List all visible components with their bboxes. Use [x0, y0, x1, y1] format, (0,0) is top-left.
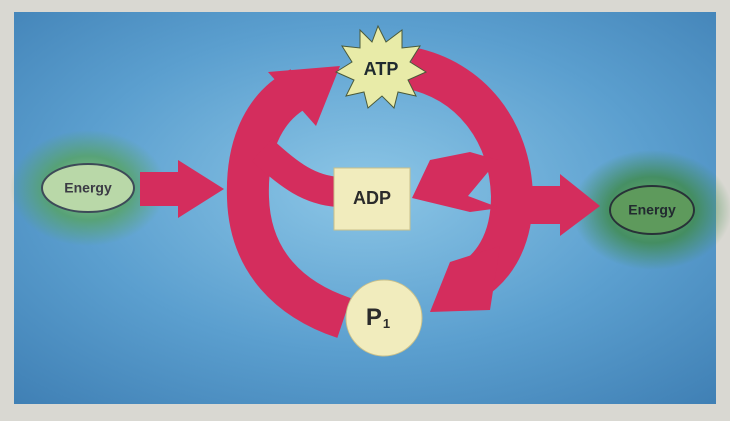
energy-out-label: Energy	[628, 202, 676, 218]
adp-return-arrow	[412, 152, 500, 212]
energy-input-arrow	[140, 160, 224, 218]
energy-out-oval	[609, 185, 695, 235]
adp-label: ADP	[353, 188, 391, 208]
energy-output-arrow	[510, 174, 600, 236]
phosphate-letter: P	[366, 304, 382, 331]
adp-box	[333, 167, 411, 231]
atp-label: ATP	[364, 59, 399, 79]
phosphate-label: P1	[366, 304, 390, 331]
synthesis-arrowhead	[268, 66, 340, 126]
energy-in-oval	[41, 163, 135, 213]
adp-join-branch	[251, 138, 340, 207]
energy-in-label: Energy	[64, 180, 112, 196]
hydrolysis-arrowhead	[430, 246, 500, 312]
synthesis-arc	[226, 69, 352, 338]
phosphate-subscript: 1	[383, 316, 390, 331]
atp-burst-icon	[334, 24, 428, 109]
phosphate-circle	[345, 279, 423, 357]
